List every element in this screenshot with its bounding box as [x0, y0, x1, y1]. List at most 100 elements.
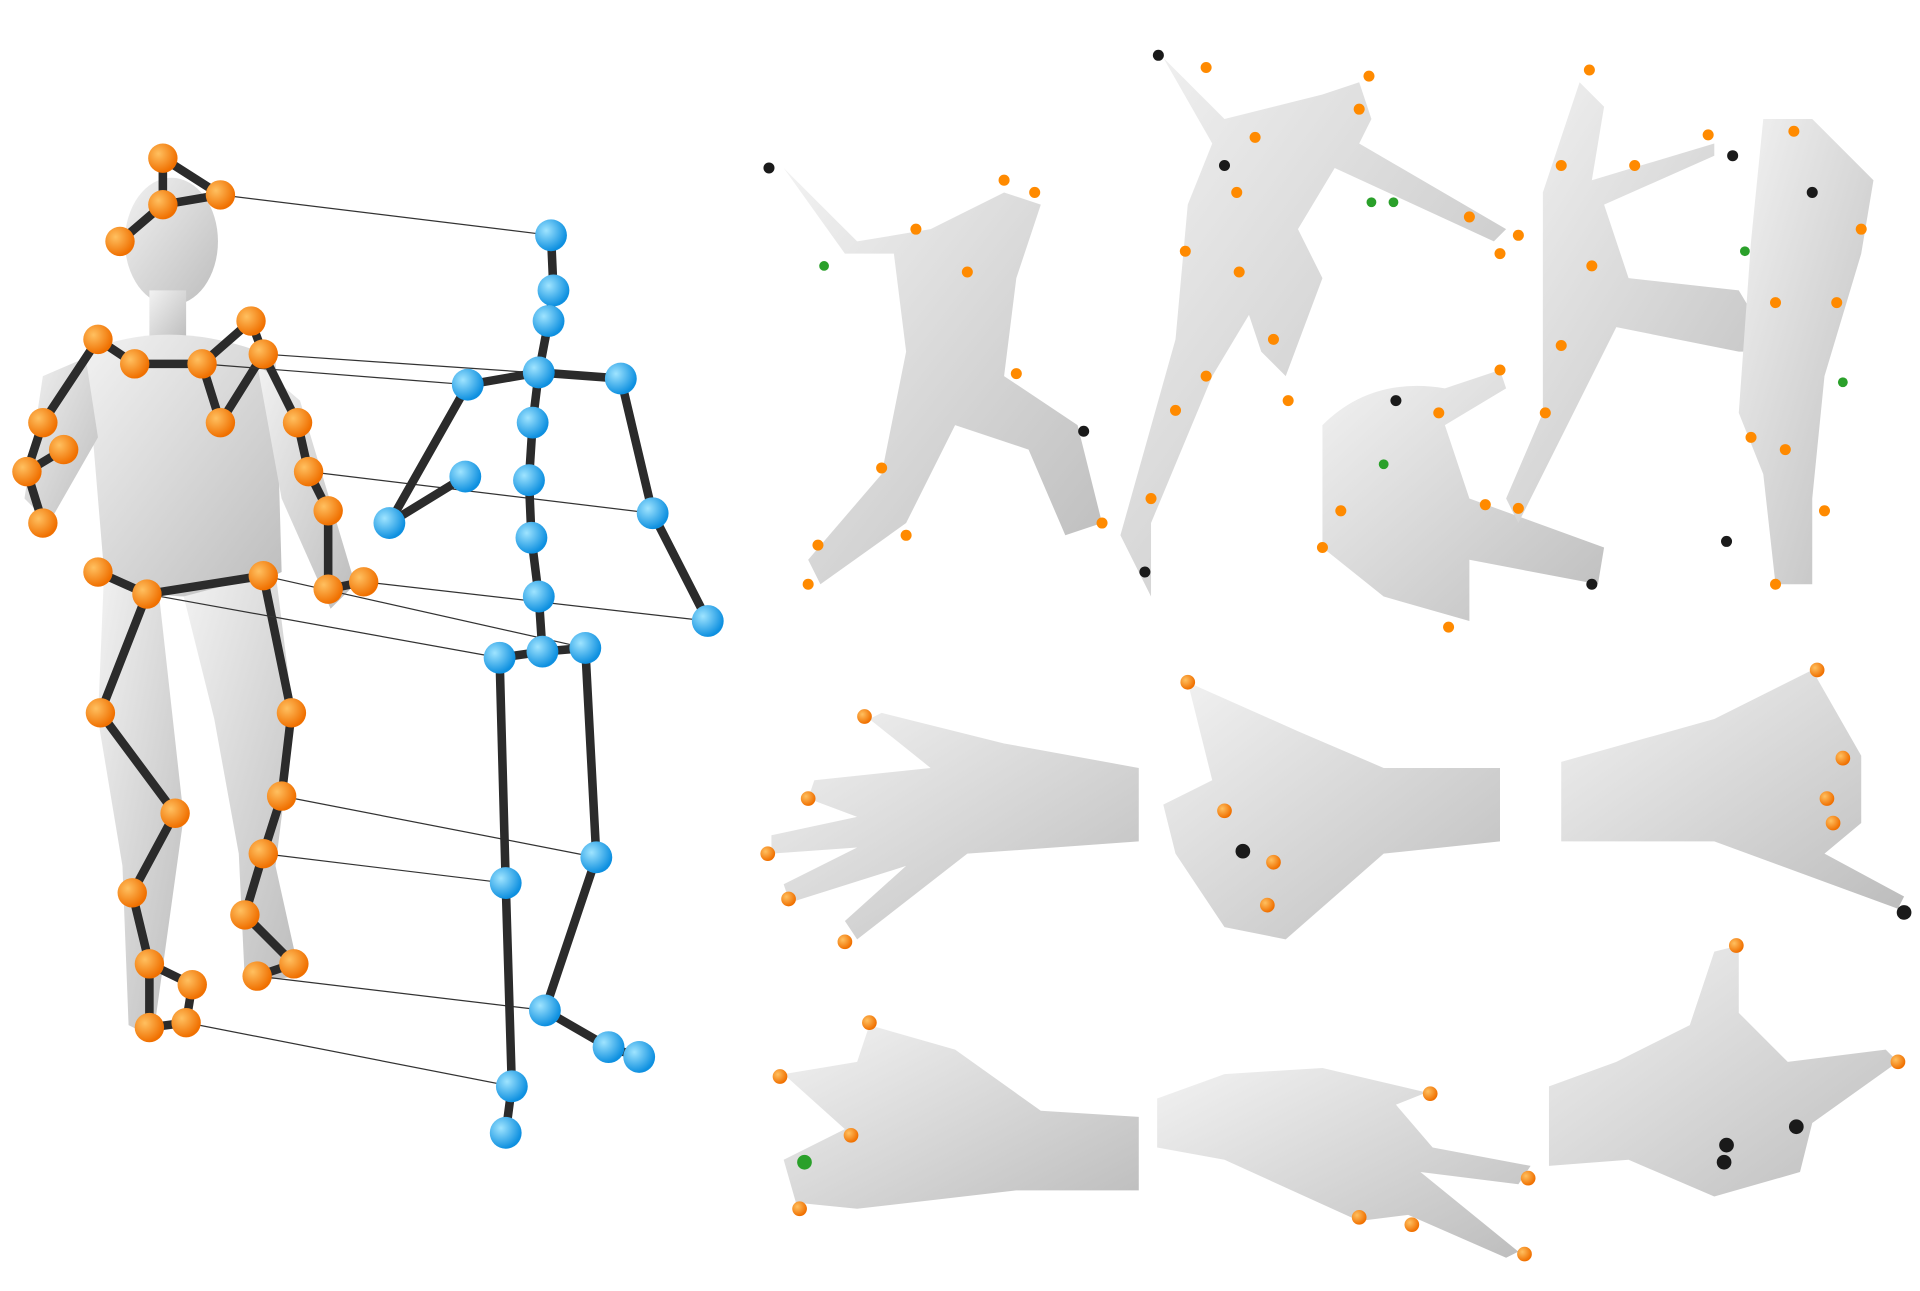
missing-marker: [1896, 905, 1912, 920]
skeleton-joint: [489, 1116, 522, 1149]
hand-marker: [1835, 750, 1851, 766]
missing-marker: [1139, 566, 1151, 578]
body-marker: [910, 223, 922, 235]
body-marker: [117, 878, 147, 908]
skeleton-joint: [580, 841, 613, 874]
marker-bone: [258, 571, 296, 718]
hand-marker: [1266, 854, 1281, 870]
missing-marker: [1218, 159, 1230, 172]
body-marker: [293, 456, 324, 487]
body-marker: [1433, 407, 1445, 419]
body-marker: [348, 567, 379, 597]
skeleton-joint: [489, 867, 522, 899]
missing-marker: [1716, 1154, 1732, 1170]
hand-marker: [1825, 815, 1841, 831]
body-marker: [85, 698, 116, 728]
body-marker: [83, 557, 113, 587]
body-marker: [120, 349, 150, 379]
body-marker: [1586, 260, 1598, 272]
missing-marker: [1806, 186, 1818, 198]
skeleton-joint: [535, 219, 567, 252]
body-marker: [230, 900, 260, 930]
body-marker: [282, 407, 313, 438]
hand-marker: [1217, 803, 1232, 819]
hand-marker: [862, 1015, 877, 1030]
extra-marker: [1837, 377, 1848, 388]
body-marker: [1539, 407, 1551, 419]
skeleton-bone: [385, 380, 473, 528]
hand-marker: [857, 709, 872, 724]
hand-mesh: [771, 712, 1139, 940]
correspondence-line: [257, 975, 545, 1012]
extra-marker: [797, 1154, 812, 1170]
posed-body-mesh: [1506, 82, 1776, 524]
missing-marker: [1235, 843, 1251, 859]
body-mesh-part: [149, 290, 187, 340]
extra-marker: [1388, 197, 1399, 208]
body-marker: [1770, 578, 1782, 590]
body-marker: [802, 578, 814, 590]
correspondence-line: [146, 593, 500, 659]
body-marker: [105, 226, 135, 257]
body-marker: [171, 1007, 201, 1038]
skeleton-joint: [513, 464, 545, 497]
skeleton-bone: [501, 878, 517, 1091]
hand-mesh: [1548, 945, 1898, 1197]
skeleton-joint: [537, 274, 570, 307]
skeleton-joint: [623, 1041, 656, 1073]
body-marker: [1029, 186, 1041, 198]
body-marker: [148, 143, 178, 173]
body-mesh-part: [183, 572, 300, 983]
skeleton-bone: [540, 853, 601, 1015]
body-marker: [1145, 493, 1157, 505]
body-marker: [900, 529, 912, 541]
body-marker: [1463, 211, 1475, 223]
skeleton-joint: [451, 368, 484, 401]
extra-marker: [1378, 459, 1389, 470]
body-marker: [1479, 499, 1491, 511]
body-marker: [1249, 131, 1261, 143]
body-pose-examples-panel: [763, 49, 1874, 633]
body-marker: [998, 174, 1010, 186]
hand-marker: [1809, 662, 1825, 678]
hand-marker: [772, 1069, 788, 1084]
extra-marker: [1366, 197, 1377, 208]
skeleton-joint: [569, 632, 602, 664]
body-marker: [134, 1012, 165, 1043]
hand-marker: [760, 846, 776, 862]
body-marker: [279, 949, 309, 979]
posed-body-mesh: [1322, 369, 1605, 622]
missing-marker: [1788, 1119, 1804, 1135]
skeleton-joint: [604, 362, 637, 395]
body-marker: [1010, 368, 1022, 380]
hand-mesh: [1163, 682, 1500, 940]
skeleton-joint: [373, 507, 406, 539]
body-marker: [1629, 159, 1641, 172]
body-marker: [961, 266, 973, 278]
missing-marker: [1727, 150, 1739, 162]
correspondence-line: [201, 363, 468, 386]
hand-mesh: [1561, 669, 1905, 909]
body-marker: [242, 961, 272, 991]
body-marker: [205, 407, 236, 438]
marker-bone: [38, 335, 103, 427]
hand-marker: [1819, 791, 1835, 806]
body-marker: [266, 781, 297, 811]
body-marker: [1200, 370, 1212, 382]
marker-bone: [96, 589, 152, 718]
body-marker: [1335, 505, 1347, 517]
body-marker: [1745, 431, 1757, 443]
body-mesh-part: [124, 177, 218, 306]
hand-mesh: [1157, 1067, 1531, 1258]
correspondence-line: [263, 853, 506, 884]
hand-marker: [1260, 897, 1275, 913]
body-marker: [148, 189, 178, 220]
body-marker: [1231, 186, 1243, 198]
body-marker: [1282, 395, 1294, 407]
body-marker: [812, 539, 824, 551]
body-marker: [187, 349, 217, 379]
skeleton-joint: [526, 635, 559, 668]
body-marker: [1702, 129, 1714, 141]
posed-body-mesh: [783, 167, 1103, 585]
